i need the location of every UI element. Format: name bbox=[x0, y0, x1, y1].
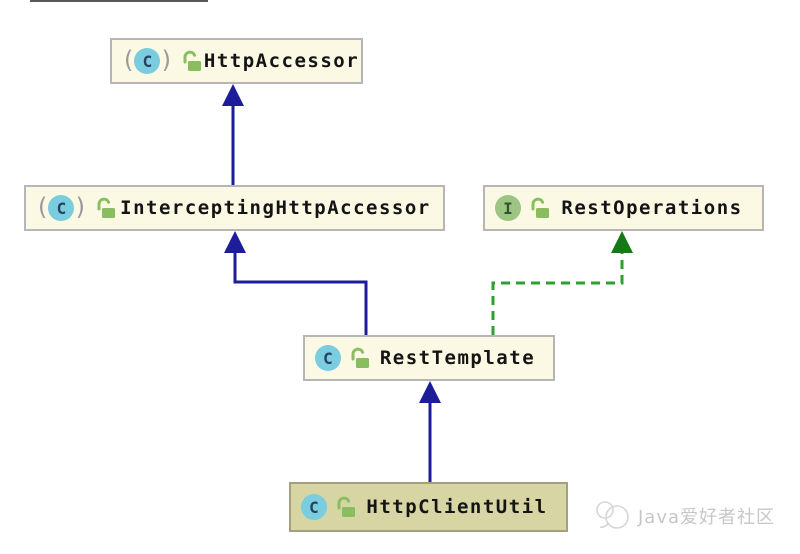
class-node-interceptinghttpaccessor[interactable]: ( C ) InterceptingHttpAccessor bbox=[24, 185, 445, 231]
class-name-label: InterceptingHttpAccessor bbox=[120, 197, 431, 219]
class-icon: C bbox=[315, 345, 341, 371]
abstract-marker-close: ) bbox=[73, 193, 88, 221]
extends-arrow-intercepting-to-httpaccessor bbox=[222, 84, 244, 185]
abstract-marker-open: ( bbox=[121, 46, 136, 74]
screenshot-crop-line bbox=[30, 0, 208, 2]
class-name-label: HttpAccessor bbox=[203, 50, 360, 72]
interface-icon: I bbox=[495, 195, 521, 221]
public-lock-icon bbox=[531, 197, 549, 218]
extends-arrow-httpclientutil-to-resttemplate bbox=[419, 381, 441, 482]
abstract-marker-close: ) bbox=[159, 46, 174, 74]
abstract-marker-open: ( bbox=[35, 193, 50, 221]
abstract-class-icon: C bbox=[48, 195, 75, 221]
class-name-label: HttpClientUtil bbox=[366, 496, 548, 518]
public-lock-icon bbox=[337, 496, 355, 517]
implements-arrow-resttemplate-to-restoperations bbox=[491, 231, 633, 335]
class-node-httpclientutil[interactable]: C HttpClientUtil bbox=[289, 482, 568, 532]
public-lock-icon bbox=[183, 50, 201, 71]
class-icon: C bbox=[301, 494, 327, 520]
public-lock-icon bbox=[97, 197, 115, 218]
public-lock-icon bbox=[351, 347, 369, 368]
class-node-resttemplate[interactable]: C RestTemplate bbox=[303, 335, 555, 381]
class-name-label: RestTemplate bbox=[379, 347, 536, 369]
interface-name-label: RestOperations bbox=[561, 197, 743, 219]
watermark: Java爱好者社区 bbox=[594, 498, 775, 534]
watermark-text: Java爱好者社区 bbox=[638, 507, 776, 528]
class-node-httpaccessor[interactable]: ( C ) HttpAccessor bbox=[110, 38, 363, 84]
watermark-logo-icon bbox=[596, 501, 629, 529]
extends-arrow-resttemplate-to-intercepting bbox=[224, 231, 368, 335]
abstract-class-icon: C bbox=[134, 48, 161, 74]
interface-node-restoperations[interactable]: I RestOperations bbox=[483, 185, 764, 231]
